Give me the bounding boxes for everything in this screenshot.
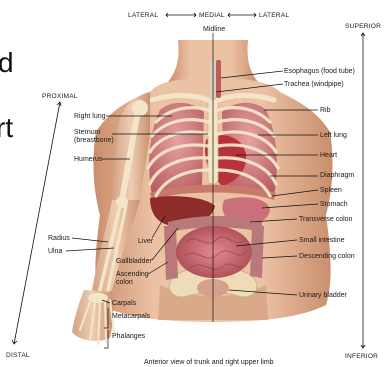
metacarpals-label: Metacarpals <box>112 313 151 320</box>
inferior-label: INFERIOR <box>345 353 378 360</box>
humerus-label: Humerus <box>74 156 103 163</box>
descending-colon-label: Descending colon <box>299 253 355 260</box>
superior-label: SUPERIOR <box>345 23 381 30</box>
esophagus-label: Esophagus (food tube) <box>284 68 355 75</box>
trachea-label: Trachea (windpipe) <box>284 81 344 88</box>
ascending-colon-label-2: colon <box>116 279 133 286</box>
transverse-colon-label: Transverse colon <box>299 216 353 223</box>
ascending-colon-label: Ascending <box>116 271 149 278</box>
spleen-label: Spleen <box>320 187 342 194</box>
stomach-label: Stomach <box>320 201 348 208</box>
medial-label: MEDIAL <box>199 12 225 19</box>
carpals-label: Carpals <box>112 300 137 307</box>
distal-label: DISTAL <box>6 352 30 359</box>
slide-text-fragment: d <box>0 47 14 78</box>
figure-caption: Anterior view of trunk and right upper l… <box>144 359 274 366</box>
lateral-left-label: LATERAL <box>128 12 158 19</box>
sternum-alt-label: (breastbone) <box>74 137 114 144</box>
midline-label: Midline <box>203 26 225 33</box>
radius-label: Radius <box>48 235 70 242</box>
right-lung-shape <box>149 103 204 196</box>
liver-label: Liver <box>138 238 154 245</box>
right-lung-label: Right lung <box>74 113 106 120</box>
rib-label: Rib <box>320 107 331 114</box>
small-intestine-shape <box>176 226 252 278</box>
slide-text-fragment: rt <box>0 112 13 143</box>
sternum-label: Sternum <box>74 129 101 136</box>
ulna-label: Ulna <box>48 248 63 255</box>
small-intestine-label: Small intestine <box>299 237 345 244</box>
phalanges-label: Phalanges <box>112 333 146 340</box>
lateral-right-label: LATERAL <box>259 12 289 19</box>
urinary-bladder-label: Urinary bladder <box>299 292 348 299</box>
diaphragm-label: Diaphragm <box>320 172 354 179</box>
gallbladder-label: Gallbladder <box>116 258 152 265</box>
heart-label: Heart <box>320 152 337 159</box>
proximal-label: PROXIMAL <box>42 93 78 100</box>
left-lung-label: Left lung <box>320 132 347 139</box>
